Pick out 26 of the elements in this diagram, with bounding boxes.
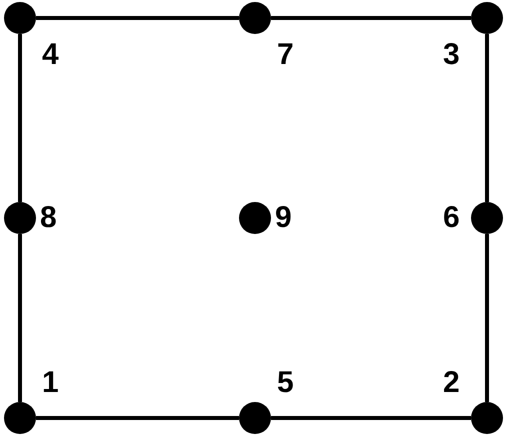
node-dot bbox=[471, 2, 503, 34]
connector-line bbox=[18, 234, 22, 402]
node-number: 5 bbox=[277, 368, 294, 398]
node-number: 7 bbox=[277, 40, 294, 70]
node-dot bbox=[471, 202, 503, 234]
node-dot bbox=[239, 2, 271, 34]
node-dot bbox=[471, 402, 503, 434]
node-dot bbox=[4, 2, 36, 34]
node-dot bbox=[239, 202, 271, 234]
connector-line bbox=[18, 34, 22, 202]
connector-line bbox=[485, 234, 489, 402]
node-dot bbox=[239, 402, 271, 434]
connector-line bbox=[36, 16, 239, 20]
connector-line bbox=[271, 16, 471, 20]
connector-line bbox=[36, 416, 239, 420]
node-dot bbox=[4, 402, 36, 434]
node-dot bbox=[4, 202, 36, 234]
connector-line bbox=[271, 416, 471, 420]
connector-line bbox=[485, 34, 489, 202]
node-number: 9 bbox=[275, 203, 292, 233]
node-number: 1 bbox=[42, 368, 59, 398]
node-number: 3 bbox=[443, 40, 460, 70]
node-number: 2 bbox=[443, 368, 460, 398]
node-number: 4 bbox=[42, 40, 59, 70]
node-number: 8 bbox=[40, 203, 57, 233]
node-number: 6 bbox=[443, 203, 460, 233]
